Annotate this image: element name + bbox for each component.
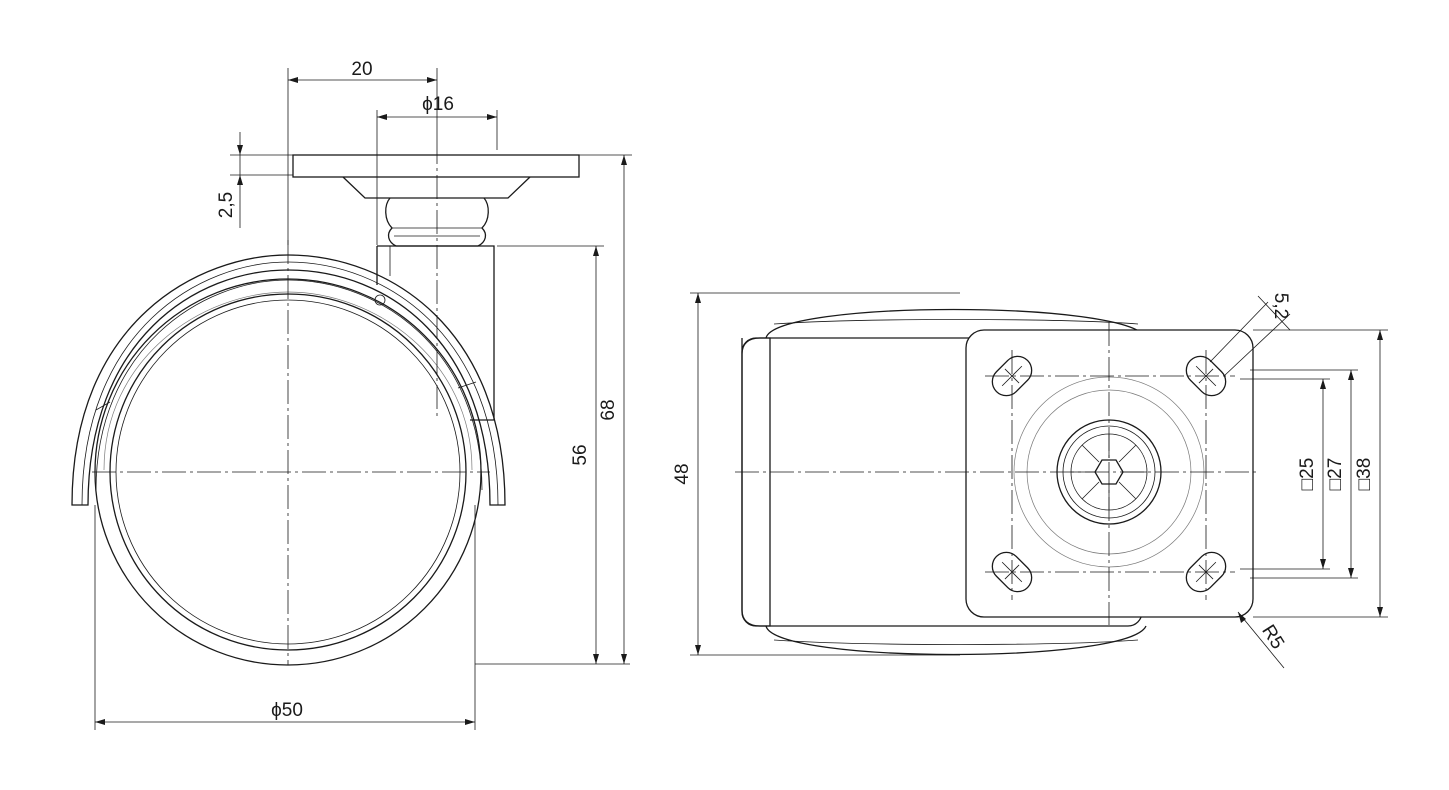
mounting-hole-top-left: [991, 355, 1033, 397]
wheel-body-left: [741, 337, 771, 627]
dim-corner-radius-label: R5: [1257, 621, 1288, 653]
dim-plate-size-label: □38: [1354, 458, 1375, 491]
plate-dome: [342, 176, 531, 199]
tire-top: [765, 308, 1147, 339]
tire-bottom: [765, 625, 1147, 656]
top-plate: [965, 329, 1254, 618]
mounting-plate: [292, 154, 580, 178]
dim-plate-thickness-label: 2,5: [216, 192, 237, 218]
dim-height-to-stem-label: 56: [570, 444, 591, 465]
dim-stem-diameter-label: ϕ16: [422, 94, 454, 115]
dim-hole-spacing-small-label: □25: [1297, 458, 1318, 491]
dim-offset-label: 20: [351, 59, 372, 80]
dim-hole-size-label: 5,2: [1270, 293, 1291, 319]
dim-hole-spacing-mid-label: □27: [1325, 458, 1346, 491]
side-view-dimensions: 20 ϕ16 2,5 56 68 ϕ50: [94, 59, 632, 730]
top-view: [735, 308, 1260, 656]
dim-total-height-label: 68: [598, 399, 619, 420]
side-view: [71, 140, 580, 666]
mounting-holes: [991, 355, 1227, 593]
dim-wheel-diameter-label: ϕ50: [271, 700, 303, 721]
dim-width-label: 48: [672, 463, 693, 484]
